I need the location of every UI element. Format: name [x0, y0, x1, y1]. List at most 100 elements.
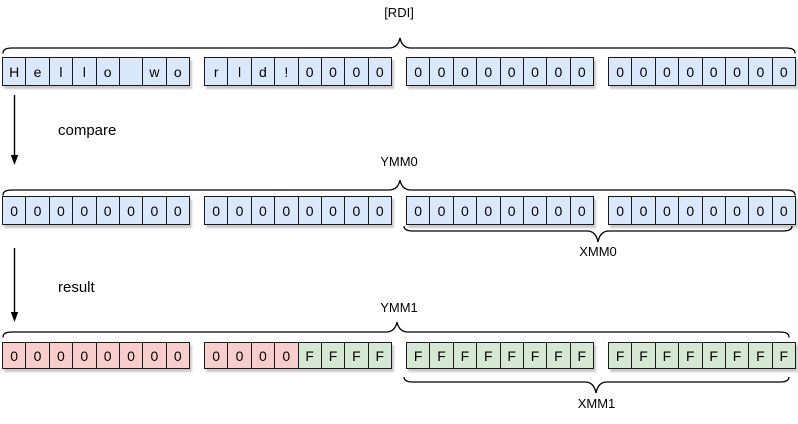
byte-cell: l [48, 57, 74, 86]
byte-cell: F [452, 342, 478, 369]
byte-cell: 0 [118, 342, 144, 369]
byte-cell: 0 [608, 57, 633, 86]
byte-cell: 0 [165, 342, 190, 369]
byte-cell: 0 [2, 342, 27, 369]
byte-cell: 0 [724, 57, 750, 86]
byte-cell: F [608, 342, 633, 369]
ymm1-label: YMM1 [380, 300, 418, 315]
byte-cell: 0 [569, 196, 594, 225]
byte-cell: 0 [320, 57, 346, 86]
compare-label: compare [58, 122, 117, 139]
byte-cell: 0 [25, 196, 50, 225]
byte-cell: 0 [631, 196, 656, 225]
byte-cell: F [654, 342, 680, 369]
byte-cell: F [406, 342, 431, 369]
byte-cell: F [748, 342, 773, 369]
byte-cell [118, 57, 144, 86]
byte-cell: 0 [654, 196, 680, 225]
ymm1-brace-icon [2, 321, 790, 338]
byte-cell: F [367, 342, 392, 369]
byte-cell: w [142, 57, 167, 86]
byte-cell: 0 [476, 196, 501, 225]
byte-cell: F [569, 342, 594, 369]
byte-cell: 0 [25, 342, 50, 369]
byte-cell: F [724, 342, 750, 369]
byte-cell: 0 [452, 57, 478, 86]
byte-cell: 0 [678, 196, 703, 225]
byte-cell: F [631, 342, 656, 369]
byte-cell: F [522, 342, 548, 369]
byte-cell: 0 [250, 342, 276, 369]
byte-cell: o [165, 57, 190, 86]
byte-cell: 0 [72, 196, 97, 225]
byte-cell: 0 [476, 57, 501, 86]
byte-cell: 0 [118, 196, 144, 225]
result-label: result [58, 279, 95, 296]
byte-cell: 0 [608, 196, 633, 225]
result-down-arrow-icon [10, 248, 19, 322]
byte-cell: 0 [429, 196, 454, 225]
byte-cell: 0 [367, 196, 392, 225]
byte-cell: F [678, 342, 703, 369]
byte-cell: 0 [569, 57, 594, 86]
byte-cell: 0 [48, 342, 74, 369]
byte-cell: 0 [95, 196, 120, 225]
byte-cell: 0 [546, 196, 571, 225]
byte-cell: F [499, 342, 524, 369]
byte-cell: e [25, 57, 50, 86]
byte-cell: F [476, 342, 501, 369]
byte-cell: l [72, 57, 97, 86]
compare-down-arrow-icon [10, 95, 19, 165]
ymm0-label: YMM0 [380, 154, 418, 169]
byte-cell: F [546, 342, 571, 369]
byte-cell: 0 [95, 342, 120, 369]
xmm0-label: XMM0 [579, 244, 617, 259]
byte-cell: 0 [724, 196, 750, 225]
byte-cell: 0 [522, 196, 548, 225]
byte-cell: 0 [165, 196, 190, 225]
byte-cell: 0 [429, 57, 454, 86]
byte-cell: F [701, 342, 726, 369]
byte-cell: F [771, 342, 796, 369]
byte-cell: r [204, 57, 229, 86]
byte-cell: 0 [522, 57, 548, 86]
byte-cell: H [2, 57, 27, 86]
byte-cell: 0 [678, 57, 703, 86]
byte-cell: 0 [204, 196, 229, 225]
byte-cell: 0 [771, 57, 796, 86]
byte-cell: F [344, 342, 369, 369]
xmm1-brace-icon [403, 377, 790, 394]
rdi-brace-icon [2, 37, 796, 54]
byte-cell: 0 [748, 57, 773, 86]
xmm0-brace-icon [403, 226, 793, 243]
ymm0-brace-icon [2, 179, 796, 196]
byte-cell: 0 [367, 57, 392, 86]
byte-cell: 0 [142, 342, 167, 369]
byte-cell: 0 [546, 57, 571, 86]
byte-cell: 0 [227, 342, 252, 369]
byte-cell: F [320, 342, 346, 369]
byte-cell: 0 [499, 196, 524, 225]
byte-cell: 0 [2, 196, 27, 225]
byte-cell: 0 [274, 342, 299, 369]
byte-cell: 0 [142, 196, 167, 225]
byte-cell: 0 [406, 196, 431, 225]
byte-cell: F [429, 342, 454, 369]
byte-cell: 0 [274, 196, 299, 225]
byte-cell: 0 [344, 57, 369, 86]
byte-cell: d [250, 57, 276, 86]
xmm1-label: XMM1 [577, 396, 616, 411]
byte-cell: 0 [748, 196, 773, 225]
byte-cell: 0 [250, 196, 276, 225]
byte-cell: 0 [701, 196, 726, 225]
byte-cell: 0 [499, 57, 524, 86]
